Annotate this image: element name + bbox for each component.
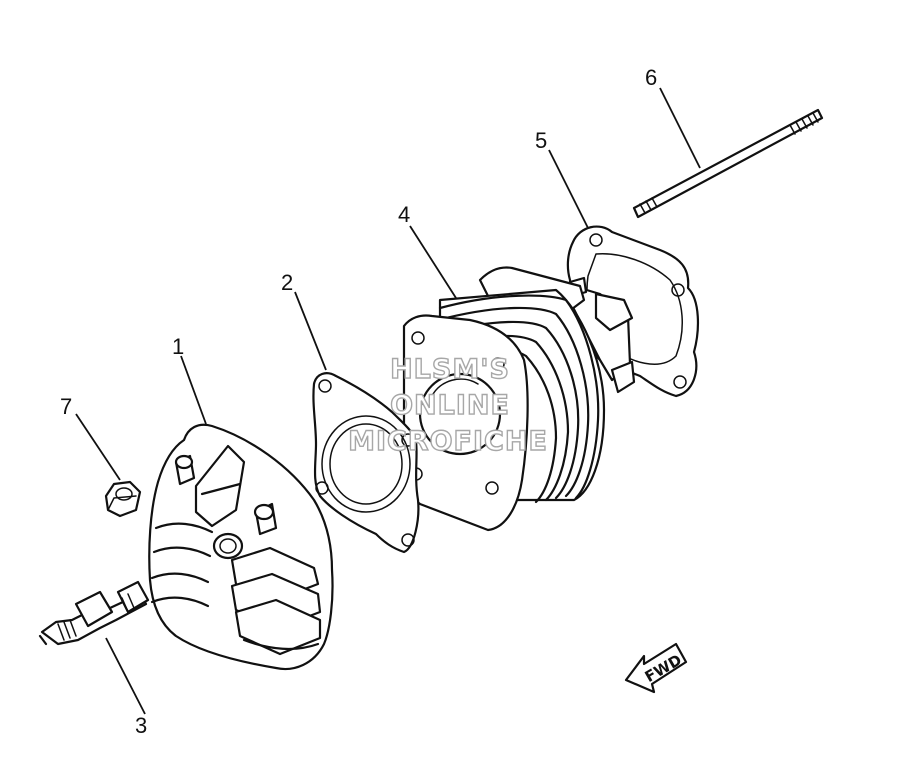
leader-line-5 <box>548 149 589 229</box>
callout-7: 7 <box>60 394 72 419</box>
watermark-line-2: ONLINE <box>390 390 510 421</box>
cylinder-part-4[interactable] <box>402 266 636 532</box>
leader-line-2 <box>294 291 327 371</box>
leader-line-1 <box>180 355 207 425</box>
watermark-line-1: HLSM'S <box>390 354 510 385</box>
cylinder-head-part-1[interactable] <box>148 423 334 671</box>
nut-part-7[interactable] <box>104 480 142 518</box>
fwd-direction-arrow: FWD <box>624 642 688 694</box>
callout-1: 1 <box>172 334 184 359</box>
stud-bolt-part-6[interactable] <box>632 108 824 219</box>
spark-plug-part-3[interactable] <box>38 580 150 646</box>
head-gasket-part-2[interactable] <box>312 372 420 554</box>
leader-line-7 <box>75 413 121 481</box>
callout-5: 5 <box>535 128 547 153</box>
callout-2: 2 <box>281 270 293 295</box>
leader-line-6 <box>659 87 701 169</box>
callout-3: 3 <box>135 713 147 738</box>
callout-4: 4 <box>398 202 410 227</box>
leader-lines <box>75 87 701 715</box>
fwd-arrow-icon <box>624 642 688 694</box>
callout-6: 6 <box>645 65 657 90</box>
watermark: HLSM'S ONLINE MICROFICHE <box>347 353 548 457</box>
leader-line-4 <box>409 225 457 299</box>
watermark-line-3: MICROFICHE <box>348 426 548 457</box>
leader-line-3 <box>105 637 146 715</box>
